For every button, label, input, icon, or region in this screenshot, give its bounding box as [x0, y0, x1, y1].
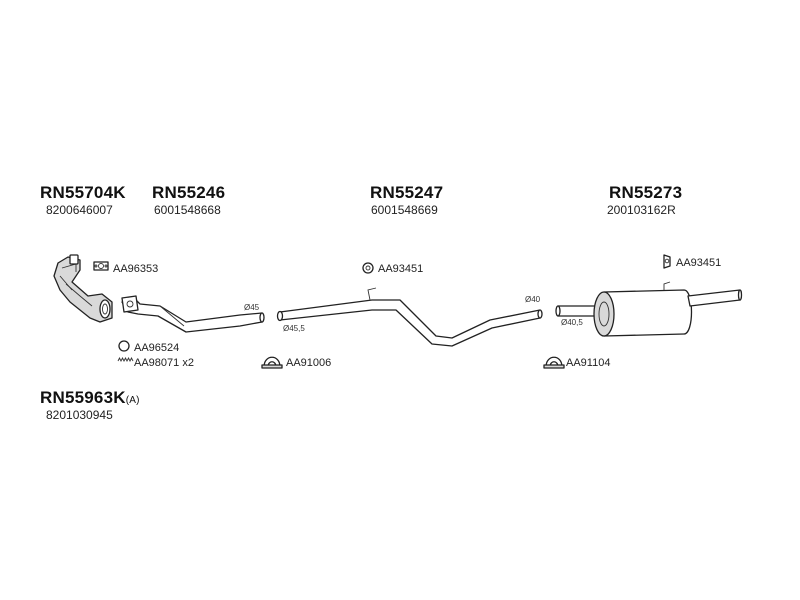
catalytic-converter-icon: [53, 254, 113, 323]
part-number-front-pipe: RN55246: [152, 183, 226, 202]
diameter-label-front-pipe: Ø45: [244, 303, 260, 312]
accessory-label-mount-middle: AA93451: [378, 263, 424, 275]
gasket-icon: [93, 261, 109, 271]
part-number-kit-suffix: (A): [125, 395, 140, 406]
front-pipe-icon: [121, 295, 265, 333]
oe-number-catalyst: 8200646007: [46, 203, 113, 217]
part-number-kit: RN55963K(A): [40, 388, 140, 408]
oe-number-front-pipe: 6001548668: [154, 203, 221, 217]
part-number-kit-label: RN55963K: [40, 388, 126, 407]
ring-icon: [118, 340, 130, 352]
diameter-label-middle-outlet: Ø40: [525, 295, 541, 304]
oe-number-kit: 8201030945: [46, 408, 113, 422]
rubber-mount-icon: [663, 254, 671, 269]
part-number-middle-pipe: RN55247: [370, 183, 444, 202]
part-number-catalyst: RN55704K: [40, 183, 126, 202]
diameter-label-rear-inlet: Ø40,5: [561, 318, 583, 327]
accessory-label-clamp-front: AA91006: [286, 357, 332, 369]
accessory-label-clamp-rear: AA91104: [566, 357, 611, 369]
accessory-label-ring: AA96524: [134, 342, 180, 354]
spring-icon: [117, 356, 134, 363]
rear-silencer-icon: [555, 281, 743, 337]
oe-number-middle-pipe: 6001548669: [371, 203, 438, 217]
clamp-icon: [261, 356, 283, 369]
part-number-rear-silencer: RN55273: [609, 183, 683, 202]
accessory-label-mount-rear: AA93451: [676, 257, 722, 269]
oe-number-rear-silencer: 200103162R: [607, 203, 676, 217]
diameter-label-middle-inlet: Ø45,5: [283, 324, 305, 333]
middle-pipe-icon: [276, 287, 543, 347]
rubber-mount-icon: [362, 262, 374, 274]
accessory-label-gasket: AA96353: [113, 263, 159, 275]
clamp-icon: [543, 356, 565, 369]
accessory-label-spring: AA98071 x2: [134, 357, 194, 369]
